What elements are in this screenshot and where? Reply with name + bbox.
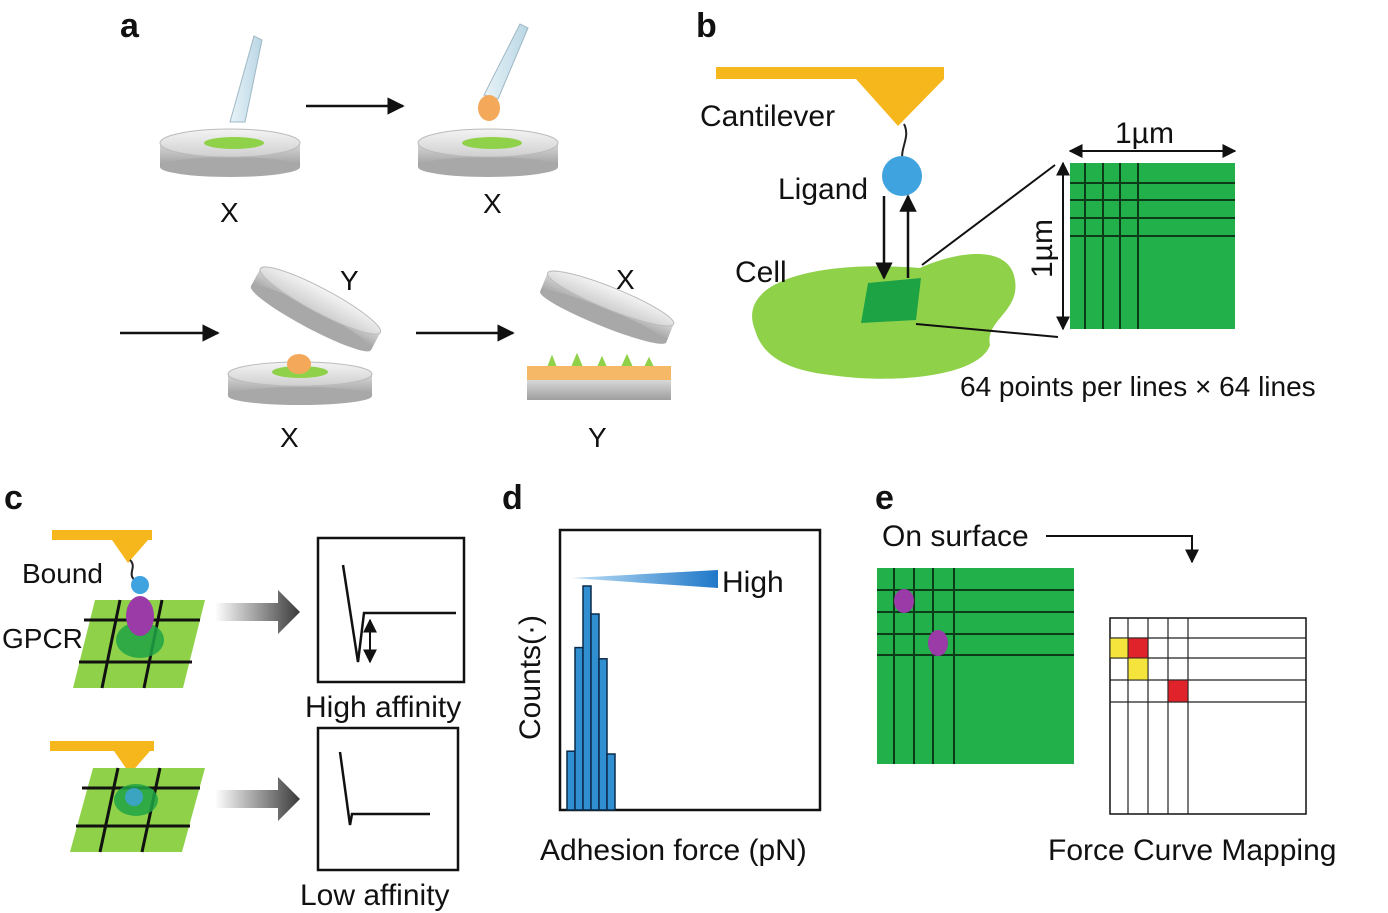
label-x-1: X [220,197,239,228]
dish-4-side [527,380,671,400]
dish-1-sample [204,137,264,149]
map-cell-yellow-2 [1127,657,1149,681]
label-on-surface: On surface [882,520,1029,553]
big-arrow-top [215,590,300,634]
histogram-bar-1 [566,750,576,811]
panel-d: d High Counts(·) Adhesion force (pN) [502,479,822,867]
dish-4-cells [547,352,654,367]
dish-3 [227,266,382,405]
label-high-affinity: High affinity [305,691,461,724]
dish-2-sample [462,137,522,149]
gpcr-spot-1 [894,589,914,613]
label-low-affinity: Low affinity [300,879,450,912]
panel-a: a X X [120,7,675,453]
ligand-unbound [125,788,143,806]
map-cell-red-2 [1167,679,1189,703]
histogram-bar-3 [582,585,592,811]
grid-caption: 64 points per lines × 64 lines [960,371,1316,402]
label-cantilever: Cantilever [700,100,835,133]
label-x-3: X [280,422,299,453]
zoom-line-bottom [915,323,1059,338]
curve-low [338,751,430,826]
dish-4 [527,270,675,400]
droplet-1 [478,95,500,121]
histogram-bar-2 [574,646,584,811]
dish-1-base [160,157,300,177]
big-arrow-bottom [215,777,300,821]
label-ligand: Ligand [778,173,868,206]
panel-d-letter: d [502,479,523,517]
panel-e: e On surface Force Curve Mapping [875,479,1336,867]
histogram-xlabel: Adhesion force (pN) [540,834,807,867]
scale-label-v: 1µm [1026,219,1059,278]
surface-grid [877,568,1074,764]
lid-x [539,270,675,344]
gpcr [126,596,154,636]
dish-3-base [228,387,372,405]
label-bound: Bound [22,558,103,589]
surface-arrow [1046,535,1199,564]
label-x-4: X [616,264,635,295]
scale-label-h: 1µm [1115,117,1174,150]
ligand-ball [882,156,922,196]
gpcr-spot-2 [928,630,948,656]
force-curve-low [316,726,460,872]
label-cell: Cell [735,256,787,289]
map-cell-yellow-1 [1109,637,1129,659]
mapping-grid [1109,617,1307,815]
lid-y [250,266,382,352]
zoom-grid [1070,163,1235,329]
histogram-bar-6 [606,753,616,811]
panel-e-letter: e [875,479,894,517]
zoom-line-top [921,164,1056,266]
panel-b-letter: b [696,7,717,45]
dish-2-base [418,157,558,177]
histogram-bar-4 [590,613,600,811]
panel-c-letter: c [4,479,23,517]
panel-a-letter: a [120,7,140,45]
label-high: High [722,566,784,599]
gpcr-pocket-top [116,622,164,658]
ligand-bound [131,576,149,594]
dish-1 [159,35,301,177]
label-y-1: Y [340,265,359,296]
mapping-caption: Force Curve Mapping [1048,834,1336,867]
scan-area [861,278,921,323]
panel-b: b Cantilever Ligand Cell 1µm 1µm 64 poin… [696,7,1316,402]
map-cell-red-1 [1127,637,1149,659]
panel-c: c Bound GPCR High affinity [2,479,466,912]
cantilever [716,67,944,126]
histogram-ylabel: Counts(·) [514,615,547,740]
histogram-bar-5 [598,658,608,811]
dish-2 [417,23,559,177]
force-gradient-wedge [572,570,718,588]
curve-high [341,564,456,663]
pipette-tip-1 [229,35,263,123]
label-y-2: Y [588,422,607,453]
droplet-2 [287,354,311,374]
histogram-bars [566,585,616,811]
label-gpcr: GPCR [2,623,83,654]
label-x-2: X [483,188,502,219]
pipette-tip-2 [483,23,529,100]
force-curve-high [316,536,466,684]
dish-4-layer [527,366,671,380]
